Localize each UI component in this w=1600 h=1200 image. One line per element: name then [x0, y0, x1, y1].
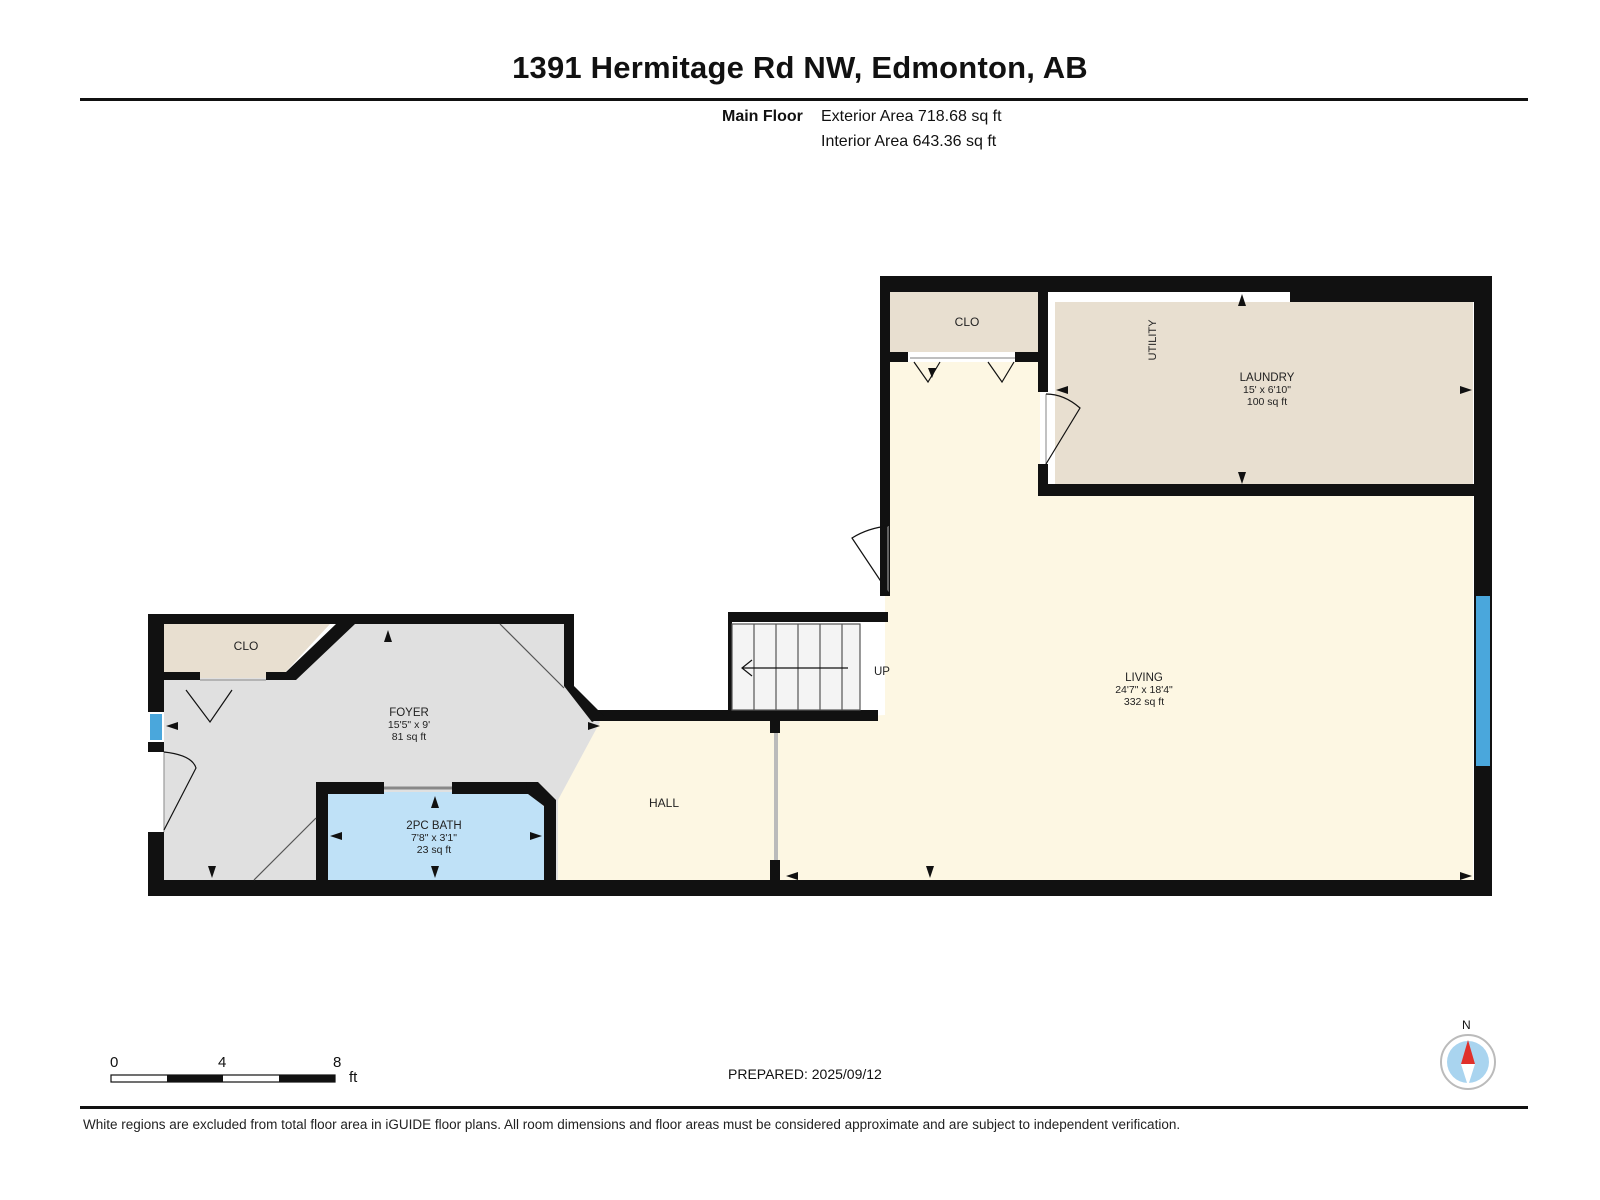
wall	[564, 686, 604, 722]
compass-icon	[1440, 1034, 1496, 1090]
bath-label: 2PC BATH	[406, 820, 461, 832]
bath-area: 23 sq ft	[417, 844, 452, 856]
living-window	[1476, 596, 1490, 766]
scale-unit: ft	[349, 1069, 358, 1086]
bath-dims: 7'8" x 3'1"	[411, 832, 457, 844]
living-dims: 24'7" x 18'4"	[1115, 684, 1173, 696]
clo-top-label: CLO	[955, 315, 980, 329]
interior-area: Interior Area 643.36 sq ft	[821, 133, 997, 150]
foyer-area: 81 sq ft	[392, 731, 427, 743]
wall	[148, 742, 164, 752]
wall	[880, 276, 1492, 292]
wall	[1038, 292, 1048, 392]
prepared-date: PREPARED: 2025/09/12	[728, 1066, 882, 1082]
laundry-dims: 15' x 6'10"	[1243, 384, 1291, 396]
doors	[163, 357, 1081, 881]
wall	[770, 721, 780, 733]
wall	[266, 624, 355, 680]
living-label: LIVING	[1125, 672, 1163, 684]
foyer-label: FOYER	[389, 707, 429, 719]
hall-label: HALL	[649, 796, 679, 810]
clo-top-fill	[890, 292, 1040, 352]
wall	[728, 612, 732, 714]
wall	[148, 614, 574, 624]
wall	[452, 782, 532, 794]
wall	[880, 276, 890, 596]
wall	[1474, 276, 1492, 896]
header-rule	[80, 98, 1528, 101]
wall	[148, 880, 1492, 896]
stairs-up-label: UP	[874, 666, 890, 678]
scale-bar	[110, 1074, 336, 1083]
laundry-label: LAUNDRY	[1240, 372, 1295, 384]
utility-label: UTILITY	[1147, 319, 1159, 361]
scale-label-4: 4	[218, 1054, 227, 1071]
walls	[148, 276, 1492, 896]
wall	[164, 672, 200, 680]
floor-name: Main Floor	[722, 108, 803, 125]
wall	[1290, 292, 1492, 302]
bath-fill	[327, 792, 545, 880]
wall	[526, 782, 556, 880]
wall	[316, 782, 384, 794]
wall	[316, 782, 328, 880]
hall-fill	[558, 720, 770, 880]
scale-label-0: 0	[110, 1054, 119, 1071]
wall	[728, 612, 888, 622]
wall	[148, 832, 164, 896]
wall	[880, 352, 908, 362]
living-area: 332 sq ft	[1124, 696, 1164, 708]
laundry-fill	[1055, 302, 1473, 484]
foyer-window	[150, 714, 162, 740]
wall	[592, 710, 878, 721]
wall	[1038, 484, 1474, 496]
compass-north-label: N	[1462, 1018, 1471, 1032]
laundry-area: 100 sq ft	[1247, 396, 1287, 408]
dimension-arrows	[166, 294, 1472, 880]
footer-rule	[80, 1106, 1528, 1109]
foyer-dims: 15'5" x 9'	[388, 719, 430, 731]
wall	[564, 614, 574, 686]
page-title: 1391 Hermitage Rd NW, Edmonton, AB	[512, 50, 1088, 85]
wall	[148, 614, 164, 712]
stairs	[731, 623, 861, 711]
clo-left-fill	[164, 624, 330, 678]
clo-left-label: CLO	[234, 639, 259, 653]
wall	[1038, 464, 1048, 496]
exterior-area: Exterior Area 718.68 sq ft	[821, 108, 1002, 125]
living-fill	[558, 362, 1473, 880]
scale-label-8: 8	[333, 1054, 342, 1071]
wall	[1015, 352, 1045, 362]
disclaimer: White regions are excluded from total fl…	[83, 1117, 1181, 1132]
wall	[770, 860, 780, 880]
